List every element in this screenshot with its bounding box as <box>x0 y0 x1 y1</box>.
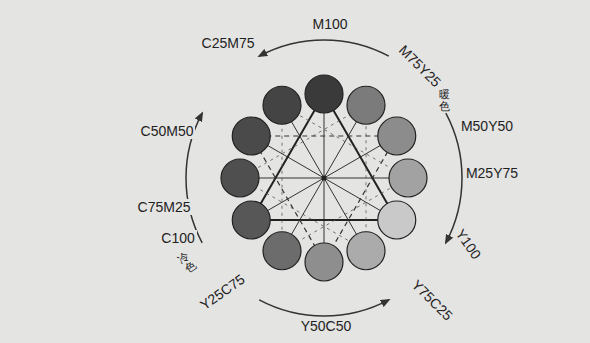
cmyk-label: M100 <box>310 16 349 32</box>
color-circle <box>305 75 343 113</box>
color-circle <box>263 86 301 124</box>
chord-line <box>282 105 283 250</box>
color-circle <box>378 201 416 239</box>
cmyk-label: Y50C50 <box>299 318 354 334</box>
cmyk-label: Y100 <box>451 224 485 263</box>
color-circle <box>232 201 270 239</box>
color-circle <box>232 117 270 155</box>
color-circle <box>305 243 343 281</box>
color-circle <box>347 86 385 124</box>
cmyk-label: C100 <box>159 230 196 246</box>
cmyk-label: C25M75 <box>200 35 257 51</box>
tone-label: 冷色 <box>174 248 198 276</box>
chord-line <box>366 105 367 250</box>
color-circle <box>347 232 385 270</box>
color-circle <box>378 117 416 155</box>
bottom-arc-arrow <box>259 300 389 316</box>
color-circle <box>221 159 259 197</box>
top-arc-arrow <box>259 40 389 56</box>
color-circle <box>389 159 427 197</box>
center-dot <box>322 176 327 181</box>
cmyk-label: Y75C25 <box>407 275 457 325</box>
tone-label: 暖色 <box>439 87 450 113</box>
cmyk-label: C50M50 <box>139 123 196 139</box>
cmyk-label: Y25C75 <box>195 270 249 314</box>
cmyk-label: M75Y25 <box>394 40 445 91</box>
cmyk-label: C75M25 <box>136 199 193 215</box>
cmyk-label: M50Y50 <box>459 118 515 134</box>
color-circle <box>263 232 301 270</box>
cmyk-label: M25Y75 <box>464 165 520 181</box>
